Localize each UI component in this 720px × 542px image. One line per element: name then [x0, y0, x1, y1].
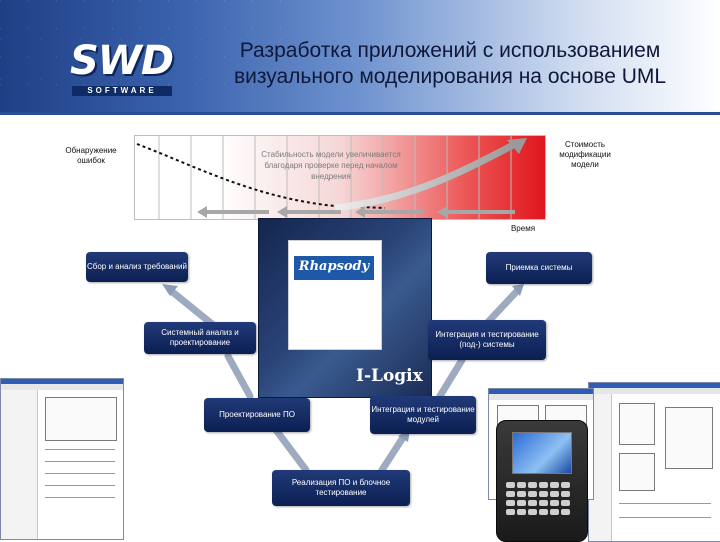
title-line-1: Разработка приложений с использованием: [239, 39, 661, 62]
rhapsody-band: [294, 256, 374, 280]
phone-screen: [512, 432, 572, 474]
title-line-2: визуального моделирования на основе UML: [233, 65, 667, 88]
node-subsystem-testing: Интеграция и тестирование (под-) системы: [428, 320, 546, 360]
header-divider: [0, 112, 720, 115]
stability-note-line-1: Стабильность модели увеличивается: [261, 150, 401, 159]
logo-sub-text: SOFTWARE: [72, 86, 172, 96]
time-axis-label: Время: [510, 224, 536, 233]
node-subsystem-testing-label: Интеграция и тестирование (под-) системы: [435, 330, 539, 349]
node-requirements-label: Сбор и анализ требований: [87, 262, 187, 271]
node-system-analysis: Системный анализ и проектирование: [144, 322, 256, 354]
node-software-design-label: Проектирование ПО: [219, 410, 295, 419]
arrowhead-3: [512, 284, 524, 296]
node-module-testing: Интеграция и тестирование модулей: [370, 396, 476, 434]
arrow-impl-to-modules: [378, 432, 408, 474]
stability-note-line-3: внедрения: [311, 172, 351, 181]
stability-note: Стабильность модели увеличивается благод…: [236, 149, 426, 182]
tool-screenshot-left: [0, 378, 124, 540]
node-system-analysis-label: Системный анализ и проектирование: [161, 328, 239, 347]
logo-main-text: SWD: [70, 38, 174, 84]
error-detection-label: Обнаружение ошибок: [65, 146, 117, 165]
node-acceptance-label: Приемка системы: [505, 263, 573, 272]
phone-keypad: [504, 482, 580, 532]
cost-arrowhead: [507, 138, 527, 154]
node-requirements: Сбор и анализ требований: [86, 252, 188, 282]
arrow-design-to-impl: [272, 426, 310, 474]
swd-logo: SWD SOFTWARE: [70, 38, 180, 96]
screenshot-tree-pane: [1, 390, 38, 539]
stability-note-line-2: благодаря проверке перед началом: [264, 161, 398, 170]
graph-canvas: [136, 136, 527, 219]
lifecycle-graph: [134, 135, 546, 220]
node-acceptance: Приемка системы: [486, 252, 592, 284]
arrow-modules-to-subsystem: [436, 356, 466, 400]
node-module-testing-label: Интеграция и тестирование модулей: [371, 405, 475, 424]
page-title: Разработка приложений с использованием в…: [190, 38, 710, 90]
node-software-design: Проектирование ПО: [204, 398, 310, 432]
rhapsody-logo-text: Rhapsody: [298, 259, 370, 274]
modification-cost-label: Стоимость модификации модели: [559, 140, 611, 169]
node-implementation-label: Реализация ПО и блочное тестирование: [291, 478, 391, 497]
error-detection-curve: [136, 143, 386, 209]
ilogix-logo-text: I-Logix: [356, 366, 423, 386]
arrow-req-to-analysis: [166, 286, 216, 328]
node-implementation: Реализация ПО и блочное тестирование: [272, 470, 410, 506]
tool-screenshot-right: [588, 382, 720, 542]
arrow-subsystem-to-acceptance: [484, 286, 522, 326]
arrowhead-1: [162, 284, 178, 296]
cost-rising-arrow: [334, 140, 517, 212]
arrow-analysis-to-design: [224, 352, 254, 400]
feedback-arrows: [197, 206, 515, 218]
